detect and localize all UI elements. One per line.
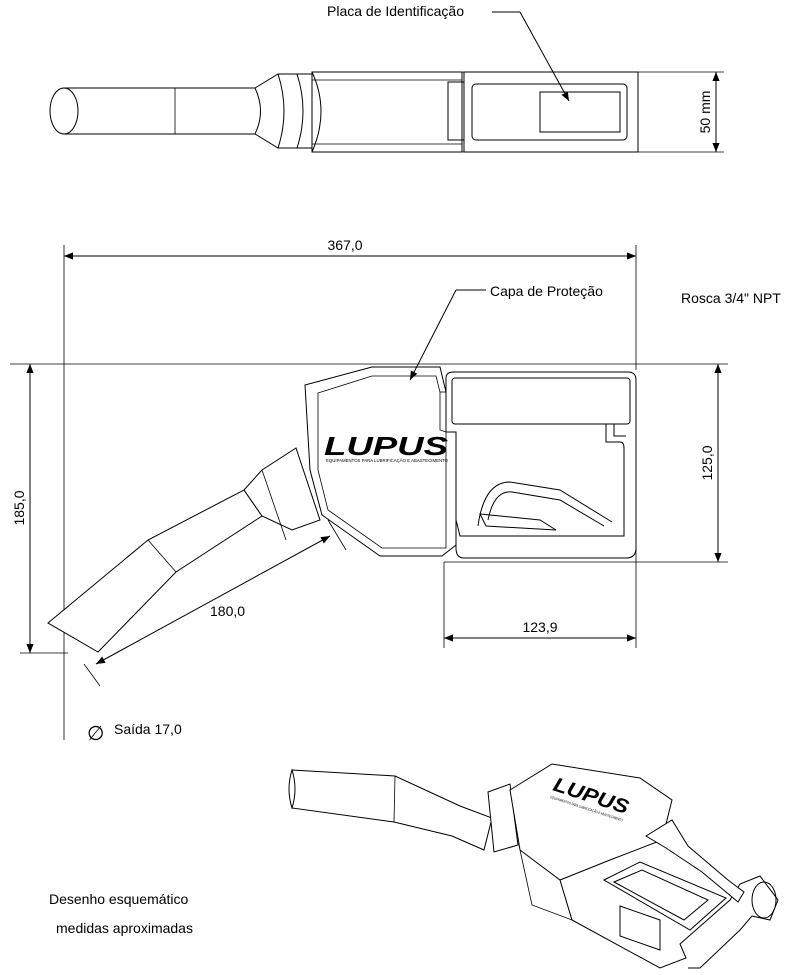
isometric-view: LUPUS EQUIPAMENTOS PARA LUBRIFICAÇÃO E A… <box>288 763 779 969</box>
protection-cap-label: Capa de Proteção <box>490 283 603 299</box>
top-view: 50 mm Placa de Identificação <box>49 3 724 153</box>
total-length-label: 367,0 <box>327 237 362 253</box>
note-line-2: medidas aproximadas <box>56 920 193 936</box>
total-height-label: 185,0 <box>11 490 27 525</box>
outlet-label: Saída 17,0 <box>114 721 182 737</box>
brand-logo: LUPUS <box>324 431 449 461</box>
brand-tagline: EQUIPAMENTOS PARA LUBRIFICAÇÃO E ABASTEC… <box>326 457 448 463</box>
note-line-1: Desenho esquemático <box>49 891 189 907</box>
side-view: 367,0 185,0 125,0 123,9 LUPUS EQUIPAMENT… <box>10 237 781 745</box>
id-plate-rect <box>539 91 621 133</box>
height-top-label: 50 mm <box>697 91 713 134</box>
spout-length-label: 180,0 <box>210 603 245 619</box>
thread-label: Rosca 3/4" NPT <box>681 290 781 306</box>
body-length-label: 123,9 <box>522 619 557 635</box>
id-plate-label: Placa de Identificação <box>327 3 464 19</box>
body-height-label: 125,0 <box>699 445 715 480</box>
outlet-symbol: ∅ <box>87 723 104 745</box>
